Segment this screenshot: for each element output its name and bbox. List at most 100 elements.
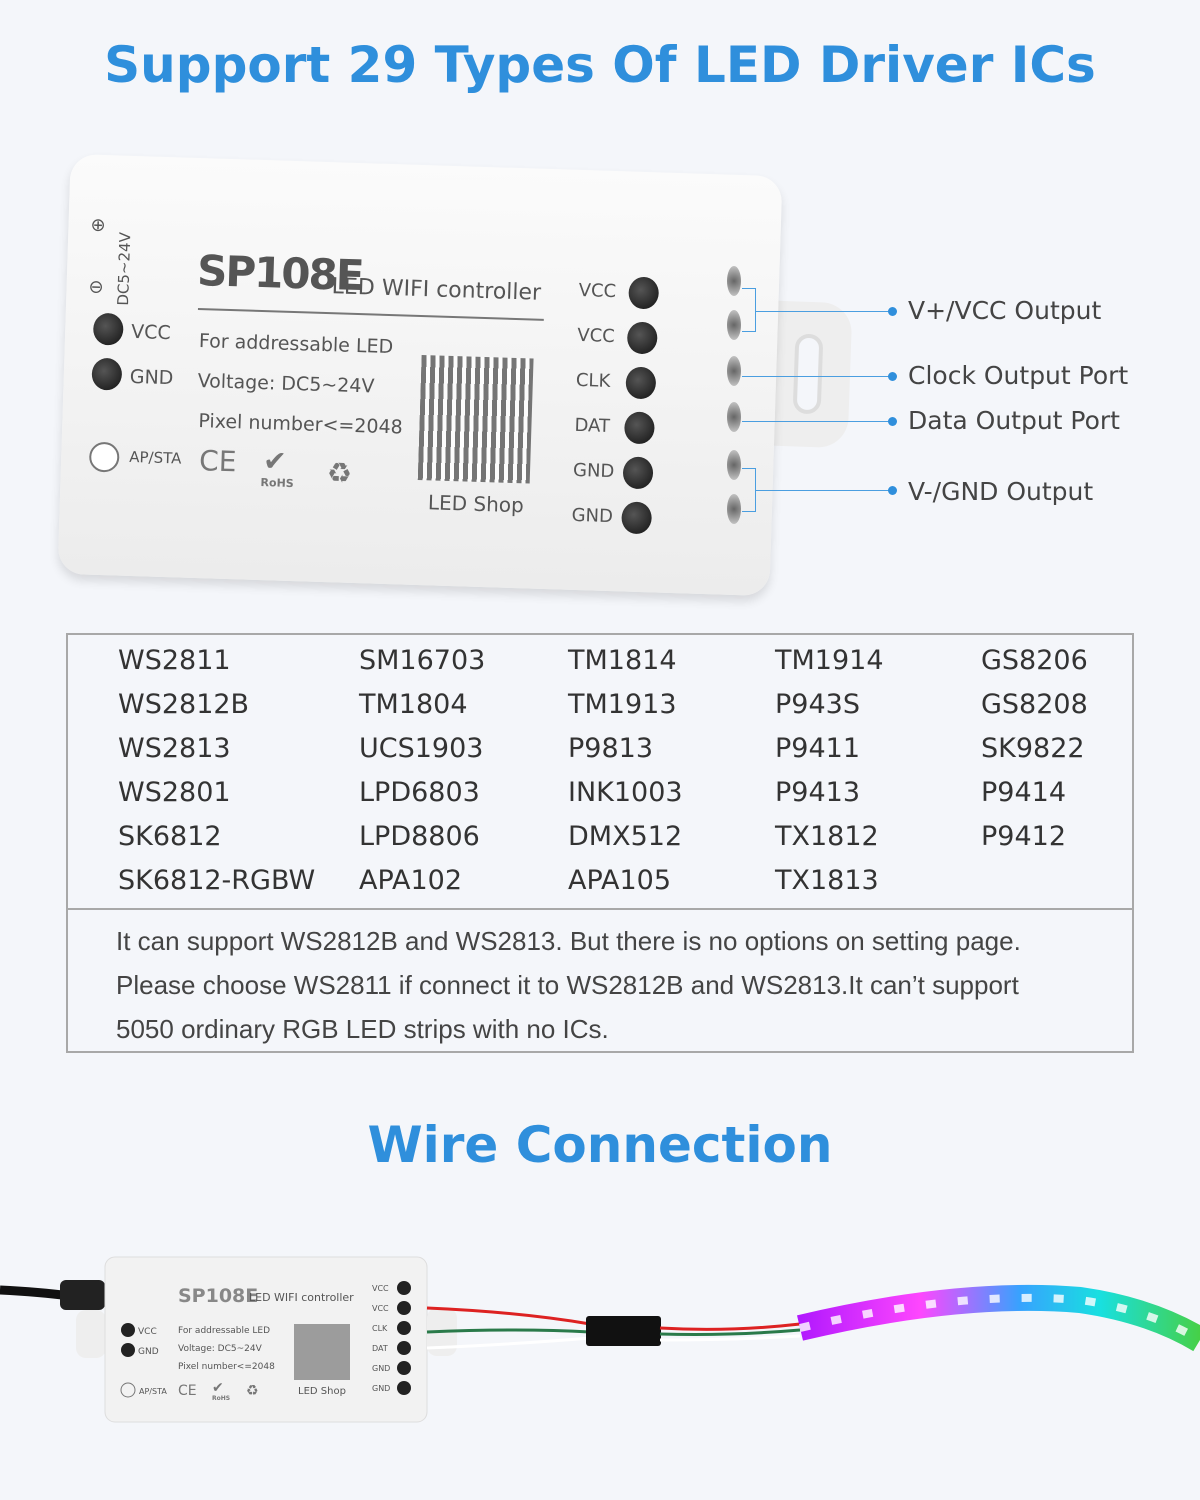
mounting-tab [767,300,853,449]
ic-type-cell: UCS1903 [359,733,484,764]
output-pin [727,310,741,340]
output-terminal-hole [626,321,658,355]
port-label: GND [572,459,615,483]
output-pin [727,356,741,386]
note-line: Please choose WS2811 if connect it to WS… [116,970,1019,1000]
compatibility-note: It can support WS2812B and WS2813. But t… [116,919,1116,1051]
ic-type-cell: APA102 [359,865,463,896]
ic-type-cell: SK9822 [981,733,1085,764]
ap-sta-button [88,441,120,473]
small-output-terminal-hole [397,1361,411,1375]
page-title: Support 29 Types Of LED Driver ICs [104,36,1096,94]
small-subtitle: LED WIFI controller [249,1291,354,1304]
callout-bracket [742,468,756,512]
small-mounting-tab [76,1310,106,1358]
small-ap-sta-button [120,1382,136,1398]
qr-label: LED Shop [427,490,525,518]
ic-type-cell: WS2811 [118,645,231,676]
ic-type-cell: LPD6803 [359,777,480,808]
output-terminal-hole [625,366,657,400]
port-label: VCC [576,324,616,348]
device-subtitle: LED WIFI controller [331,274,542,306]
output-pin [727,450,741,480]
polarity-plus-icon: ⊕ [90,214,106,237]
small-qr-label: LED Shop [298,1386,346,1397]
ic-type-cell: TM1804 [359,689,468,720]
vcc-input-hole [92,312,124,346]
small-port-label: DAT [372,1344,388,1353]
mounting-hole [792,333,824,415]
small-qr-code [294,1324,350,1380]
port-label: VCC [578,279,617,303]
callout-clock-output: Clock Output Port [908,361,1129,390]
red-wire [659,1322,801,1331]
qr-code [417,355,534,484]
small-model: SP108E [178,1285,258,1307]
output-pin [727,402,741,432]
small-spec: Voltage: DC5~24V [178,1344,263,1354]
ic-type-cell: TX1813 [775,865,879,896]
port-label: GND [571,504,614,528]
ce-mark-icon: CE [198,444,237,479]
small-port-label: VCC [372,1304,389,1313]
ic-type-cell: SM16703 [359,645,486,676]
rohs-check-icon: ✔ [262,444,288,478]
small-controller [104,1256,428,1423]
ic-type-cell: GS8208 [981,689,1088,720]
callout-line [756,490,890,491]
spec-line: Voltage: DC5~24V [197,370,375,398]
ic-type-cell: P943S [775,689,860,720]
ic-type-cell: WS2801 [118,777,231,808]
small-gnd-label: GND [138,1347,159,1357]
small-port-label: CLK [372,1324,388,1333]
ic-type-cell: TX1812 [775,821,879,852]
small-port-label: GND [372,1384,390,1393]
port-label: DAT [574,414,611,437]
white-wire [426,1336,591,1350]
ic-type-cell: SK6812-RGBW [118,865,316,896]
output-pin [727,494,741,524]
ic-type-cell: P9413 [775,777,860,808]
callout-dot [888,417,897,426]
controller-device: DC5~24V ⊕ ⊖ SP108E LED WIFI controller V… [57,153,783,597]
vcc-label: VCC [130,320,172,345]
dc-jack [60,1280,105,1310]
callout-bracket [742,288,756,332]
ic-type-cell: P9411 [775,733,860,764]
small-output-terminal-hole [397,1301,411,1315]
spec-line: For addressable LED [198,330,394,359]
ic-type-cell: LPD8806 [359,821,480,852]
gnd-label: GND [129,365,174,390]
ic-type-cell: GS8206 [981,645,1088,676]
polarity-minus-icon: ⊖ [88,276,105,299]
green-wire [426,1328,591,1334]
ic-type-cell: WS2813 [118,733,231,764]
ic-type-cell: DMX512 [568,821,683,852]
ic-type-cell: P9813 [568,733,653,764]
red-wire [426,1306,591,1326]
output-pin [727,266,741,296]
output-terminal-hole [621,501,653,535]
note-line: 5050 ordinary RGB LED strips with no ICs… [116,1014,609,1044]
small-spec: For addressable LED [178,1326,270,1336]
jst-connector [586,1316,661,1346]
small-port-label: GND [372,1364,390,1373]
ic-type-cell: TM1914 [775,645,884,676]
green-wire [659,1328,801,1336]
divider-line [197,307,544,321]
white-wire [659,1334,801,1342]
small-recycle-icon: ♻ [246,1383,259,1399]
callout-dot [888,486,897,495]
output-terminal-hole [623,411,655,445]
ic-type-cell: P9412 [981,821,1066,852]
led-strip [796,1284,1200,1352]
ic-type-cell: TM1913 [568,689,677,720]
ic-type-cell: APA105 [568,865,672,896]
small-gnd-hole [121,1343,135,1357]
callout-gnd-output: V-/GND Output [908,477,1094,506]
gnd-input-hole [91,357,123,391]
small-rohs-check-icon: ✔ [212,1380,224,1396]
ap-sta-label: AP/STA [129,447,182,468]
output-terminal-hole [628,276,660,310]
wire-connection-illustration: SP108E LED WIFI controller For addressab… [0,1256,1200,1423]
